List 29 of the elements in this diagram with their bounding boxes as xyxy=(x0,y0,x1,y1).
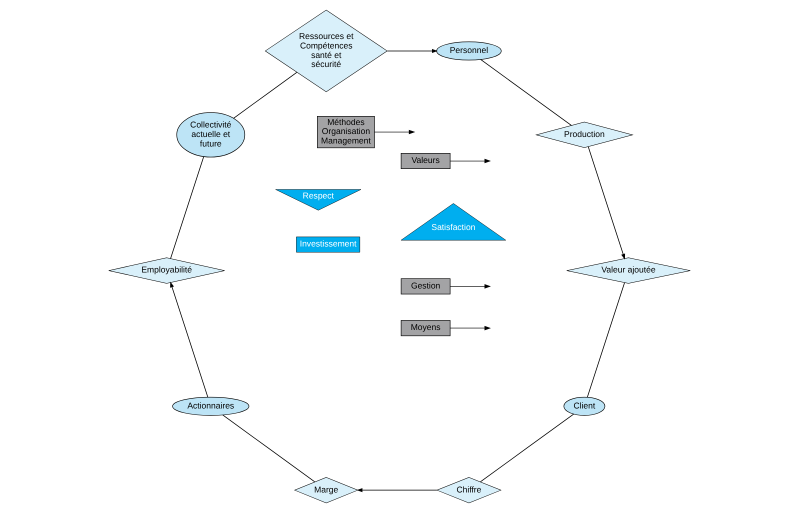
arrow xyxy=(170,282,208,398)
node-diamond: Employabilité xyxy=(108,258,224,284)
node-diamond: Chiffre xyxy=(436,477,502,504)
node-ellipse: Collectivité actuelle et future xyxy=(176,112,245,158)
connector xyxy=(222,414,315,482)
node-ellipse: Actionnaires xyxy=(172,396,249,416)
node-ellipse: Personnel xyxy=(436,42,502,60)
connector xyxy=(170,156,204,259)
node-box: Méthodes Organisation Management xyxy=(316,116,374,148)
node-box: Gestion xyxy=(400,278,450,294)
arrow xyxy=(587,146,625,260)
arrow xyxy=(356,488,437,492)
connector xyxy=(232,72,297,119)
node-ellipse: Client xyxy=(563,396,605,416)
connector xyxy=(480,59,572,126)
node-diamond: Valeur ajoutée xyxy=(566,258,690,284)
node-diamond: Production xyxy=(534,122,634,148)
connector xyxy=(586,282,624,398)
node-box: Valeurs xyxy=(400,153,450,170)
arrow xyxy=(450,158,490,164)
connector xyxy=(480,414,574,482)
node-box: Investissement xyxy=(296,236,360,252)
arrow xyxy=(374,130,415,134)
arrow xyxy=(450,284,490,289)
arrow xyxy=(450,326,490,330)
node-box: Moyens xyxy=(400,320,450,336)
arrow xyxy=(386,48,438,53)
node-diamond: Ressources et Compétences santé et sécurité xyxy=(264,10,388,92)
node-diamond: Marge xyxy=(294,477,358,504)
